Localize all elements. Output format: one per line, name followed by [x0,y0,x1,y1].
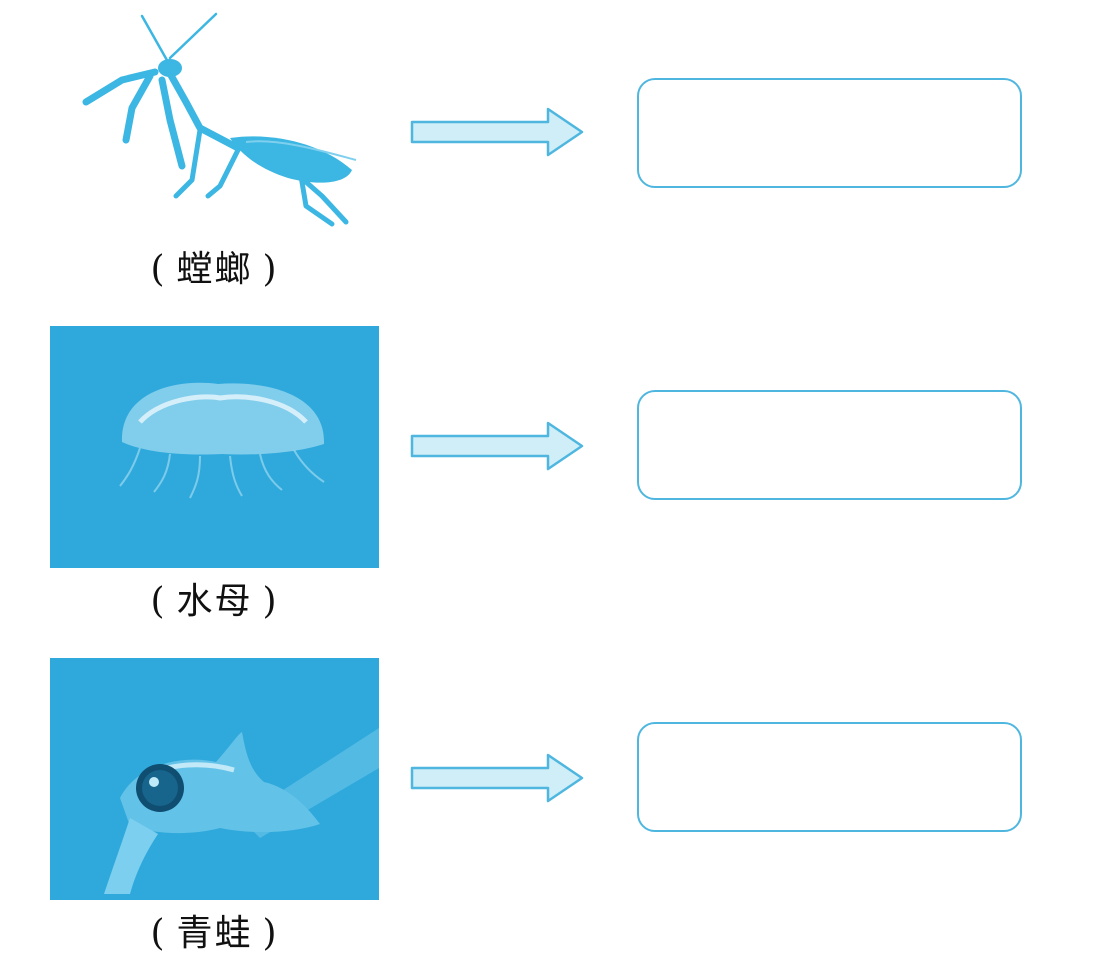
right-arrow-icon [410,106,586,158]
caption-frog: (青蛙) [50,912,379,956]
jellyfish-image [50,326,379,568]
right-arrow-icon [410,752,586,804]
mantis-drawing [50,10,379,230]
caption-label: 水母 [176,581,252,622]
caption-close-paren: ) [253,581,289,622]
caption-jellyfish: (水母) [50,580,379,624]
caption-close-paren: ) [253,913,289,954]
caption-open-paren: ( [140,581,176,622]
caption-close-paren: ) [253,249,289,290]
caption-label: 螳螂 [176,249,252,290]
caption-open-paren: ( [140,249,176,290]
answer-box-jellyfish[interactable] [637,390,1022,500]
caption-label: 青蛙 [176,913,252,954]
frog-drawing [50,658,379,900]
frog-image [50,658,379,900]
caption-open-paren: ( [140,913,176,954]
answer-box-frog[interactable] [637,722,1022,832]
mantis-image [50,10,379,230]
jellyfish-drawing [50,326,379,568]
caption-mantis: (螳螂) [50,248,379,292]
answer-box-mantis[interactable] [637,78,1022,188]
right-arrow-icon [410,420,586,472]
